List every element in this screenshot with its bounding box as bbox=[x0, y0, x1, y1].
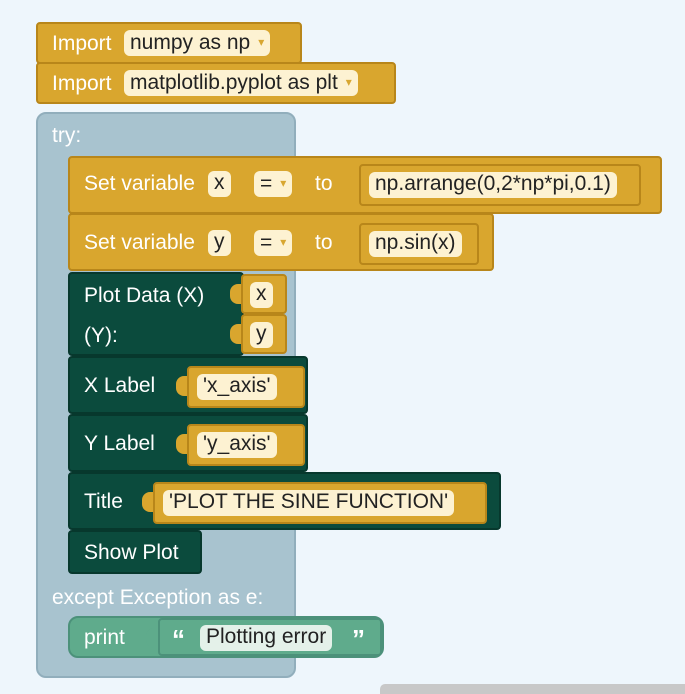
y-label-socket bbox=[176, 434, 187, 454]
x-label-socket bbox=[176, 376, 187, 396]
value-socket bbox=[348, 174, 359, 194]
variable-name-field[interactable]: y bbox=[208, 230, 231, 256]
set-variable-block[interactable]: Set variable x = to np.arrange(0,2*np*pi… bbox=[68, 156, 662, 214]
print-socket bbox=[146, 628, 157, 648]
expression-field[interactable]: np.arrange(0,2*np*pi,0.1) bbox=[369, 172, 617, 198]
print-label: print bbox=[84, 626, 125, 649]
try-label: try: bbox=[52, 124, 82, 147]
horizontal-scrollbar[interactable] bbox=[380, 684, 685, 694]
variable-name-field[interactable]: x bbox=[208, 171, 231, 197]
set-variable-label: Set variable bbox=[84, 172, 195, 195]
show-plot-label: Show Plot bbox=[84, 541, 179, 564]
to-label: to bbox=[315, 172, 333, 195]
title-value-block[interactable]: 'PLOT THE SINE FUNCTION' bbox=[153, 482, 487, 524]
y-label-field[interactable]: 'y_axis' bbox=[197, 432, 277, 458]
x-value-block[interactable]: x bbox=[241, 274, 287, 314]
title-field[interactable]: 'PLOT THE SINE FUNCTION' bbox=[163, 490, 455, 516]
plot-data-block[interactable]: Plot Data (X) (Y): bbox=[68, 272, 244, 356]
set-variable-label: Set variable bbox=[84, 231, 195, 254]
module-dropdown[interactable]: numpy as np bbox=[124, 30, 271, 56]
to-label: to bbox=[315, 231, 333, 254]
y-value-block[interactable]: y bbox=[241, 314, 287, 354]
value-socket bbox=[348, 233, 359, 253]
plot-x-label: Plot Data (X) bbox=[84, 284, 205, 307]
module-dropdown[interactable]: matplotlib.pyplot as plt bbox=[124, 70, 358, 96]
value-block[interactable]: np.sin(x) bbox=[359, 223, 479, 265]
import-label: Import bbox=[52, 72, 112, 95]
import-numpy-block[interactable]: Import numpy as np bbox=[36, 22, 302, 64]
y-label-value-block[interactable]: 'y_axis' bbox=[187, 424, 305, 466]
import-matplotlib-block[interactable]: Import matplotlib.pyplot as plt bbox=[36, 62, 396, 104]
x-label-value-block[interactable]: 'x_axis' bbox=[187, 366, 305, 408]
set-variable-block[interactable]: Set variable y = to np.sin(x) bbox=[68, 213, 494, 271]
x-label-text: X Label bbox=[84, 374, 156, 397]
x-label-block[interactable]: X Label 'x_axis' bbox=[68, 356, 308, 414]
y-label-text: Y Label bbox=[84, 432, 155, 455]
title-label: Title bbox=[84, 490, 123, 513]
x-field[interactable]: x bbox=[250, 282, 273, 308]
title-socket bbox=[142, 492, 153, 512]
x-socket bbox=[230, 284, 241, 304]
string-block[interactable]: “ Plotting error ” bbox=[158, 618, 382, 656]
y-field[interactable]: y bbox=[250, 322, 273, 348]
except-label: except Exception as e: bbox=[52, 586, 264, 609]
message-field[interactable]: Plotting error bbox=[200, 625, 333, 651]
y-socket bbox=[230, 324, 241, 344]
import-label: Import bbox=[52, 32, 112, 55]
value-block[interactable]: np.arrange(0,2*np*pi,0.1) bbox=[359, 164, 641, 206]
open-quote-icon: “ bbox=[172, 624, 185, 654]
show-plot-block[interactable]: Show Plot bbox=[68, 530, 202, 574]
close-quote-icon: ” bbox=[352, 624, 365, 654]
y-label-block[interactable]: Y Label 'y_axis' bbox=[68, 414, 308, 472]
plot-y-label: (Y): bbox=[84, 324, 118, 347]
print-block[interactable]: print “ Plotting error ” bbox=[68, 616, 384, 658]
x-label-field[interactable]: 'x_axis' bbox=[197, 374, 277, 400]
operator-dropdown[interactable]: = bbox=[254, 230, 293, 256]
operator-dropdown[interactable]: = bbox=[254, 171, 293, 197]
title-block[interactable]: Title 'PLOT THE SINE FUNCTION' bbox=[68, 472, 501, 530]
expression-field[interactable]: np.sin(x) bbox=[369, 231, 462, 257]
